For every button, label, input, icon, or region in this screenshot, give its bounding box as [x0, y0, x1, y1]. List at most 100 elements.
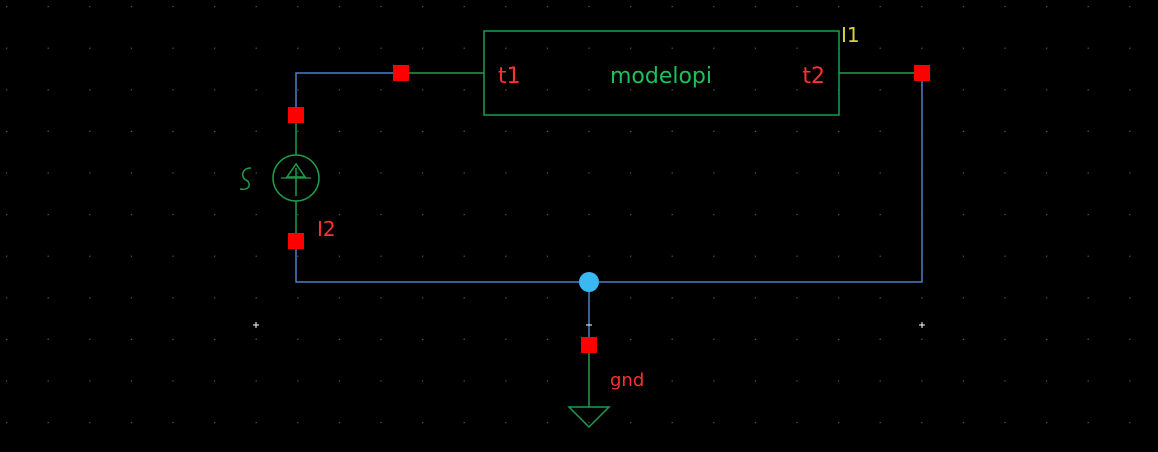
grid-dot: [463, 47, 465, 49]
grid-dot: [255, 422, 257, 424]
grid-dot: [214, 6, 216, 8]
grid-dot: [463, 172, 465, 174]
grid-dot: [1004, 297, 1006, 299]
wire-i2-to-junction[interactable]: [295, 241, 589, 283]
grid-dot: [879, 422, 881, 424]
grid-dot: [962, 422, 964, 424]
grid-dot: [713, 380, 715, 382]
grid-dot: [879, 130, 881, 132]
wire-junction-to-t2[interactable]: [589, 73, 923, 283]
grid-dot: [754, 380, 756, 382]
pin-t1[interactable]: [393, 65, 409, 81]
grid-dot: [879, 47, 881, 49]
grid-dot: [89, 255, 91, 257]
grid-dot: [754, 338, 756, 340]
grid-dot: [214, 297, 216, 299]
grid-dot: [505, 255, 507, 257]
grid-dot: [130, 6, 132, 8]
grid-dot: [130, 172, 132, 174]
grid-dot: [6, 380, 8, 382]
grid-dot: [130, 89, 132, 91]
grid-dot: [89, 47, 91, 49]
grid-dot: [1046, 172, 1048, 174]
pin-t2[interactable]: [914, 65, 930, 81]
grid-dot: [796, 6, 798, 8]
grid-dot: [6, 130, 8, 132]
grid-dot: [879, 297, 881, 299]
instance-i1-modelopi[interactable]: t1 modelopi t2 I1: [393, 23, 930, 116]
grid-dot: [630, 89, 632, 91]
grid-dot: [505, 422, 507, 424]
grid-dot: [214, 380, 216, 382]
grid-dot: [796, 380, 798, 382]
grid-dot: [546, 172, 548, 174]
grid-dot: [962, 6, 964, 8]
grid-dot: [546, 297, 548, 299]
grid-dot: [297, 297, 299, 299]
grid-dot: [255, 338, 257, 340]
grid-dot: [6, 297, 8, 299]
grid-markers: [253, 322, 925, 328]
grid-dot: [796, 89, 798, 91]
grid-dot: [671, 214, 673, 216]
grid-dot: [172, 130, 174, 132]
net-junction-dot[interactable]: [579, 272, 599, 292]
grid-dot: [1129, 89, 1131, 91]
grid-dot: [588, 6, 590, 8]
grid-dot: [172, 214, 174, 216]
grid-dot: [6, 47, 8, 49]
grid-dot: [130, 297, 132, 299]
grid-dot: [1129, 130, 1131, 132]
grid-dot: [297, 255, 299, 257]
grid-dot: [1004, 380, 1006, 382]
grid-dot: [214, 338, 216, 340]
grid-dot: [796, 130, 798, 132]
grid-dot: [1129, 422, 1131, 424]
current-source-icon: [272, 154, 320, 202]
grid-dot: [1046, 297, 1048, 299]
grid-dot: [879, 380, 881, 382]
grid-dot: [671, 297, 673, 299]
grid-dot: [588, 172, 590, 174]
grid-dot: [505, 47, 507, 49]
grid-dot: [1004, 89, 1006, 91]
grid-dot: [338, 6, 340, 8]
grid-dot: [1129, 297, 1131, 299]
grid-dot: [130, 422, 132, 424]
grid-dot: [1046, 6, 1048, 8]
grid-dot: [297, 47, 299, 49]
grid-dot: [505, 380, 507, 382]
grid-dot: [588, 130, 590, 132]
pin-gnd[interactable]: [581, 337, 597, 353]
grid-dot: [962, 172, 964, 174]
grid-dot: [172, 297, 174, 299]
grid-dot: [838, 338, 840, 340]
grid-dot: [546, 255, 548, 257]
pin-i2-plus[interactable]: [288, 107, 304, 123]
grid-dot: [130, 255, 132, 257]
grid-dot: [214, 255, 216, 257]
grid-dot: [380, 338, 382, 340]
grid-dot: [89, 380, 91, 382]
grid-dot: [754, 89, 756, 91]
grid-dot: [879, 255, 881, 257]
grid-dot: [172, 338, 174, 340]
grid-dot: [713, 47, 715, 49]
grid-dot: [1087, 422, 1089, 424]
grid-dot: [962, 380, 964, 382]
grid-dot: [713, 172, 715, 174]
instance-gnd[interactable]: gnd: [567, 337, 644, 429]
grid-dot: [1087, 89, 1089, 91]
grid-dot: [921, 338, 923, 340]
wire-i2-to-t1[interactable]: [295, 72, 401, 115]
pin-i2-minus[interactable]: [288, 233, 304, 249]
grid-dot: [255, 255, 257, 257]
grid-dot: [671, 6, 673, 8]
grid-dot: [1004, 6, 1006, 8]
grid-dot: [879, 214, 881, 216]
instance-i2-current-source[interactable]: I2: [239, 107, 336, 249]
grid-dot: [297, 214, 299, 216]
grid-dot: [754, 214, 756, 216]
grid-dot: [921, 380, 923, 382]
